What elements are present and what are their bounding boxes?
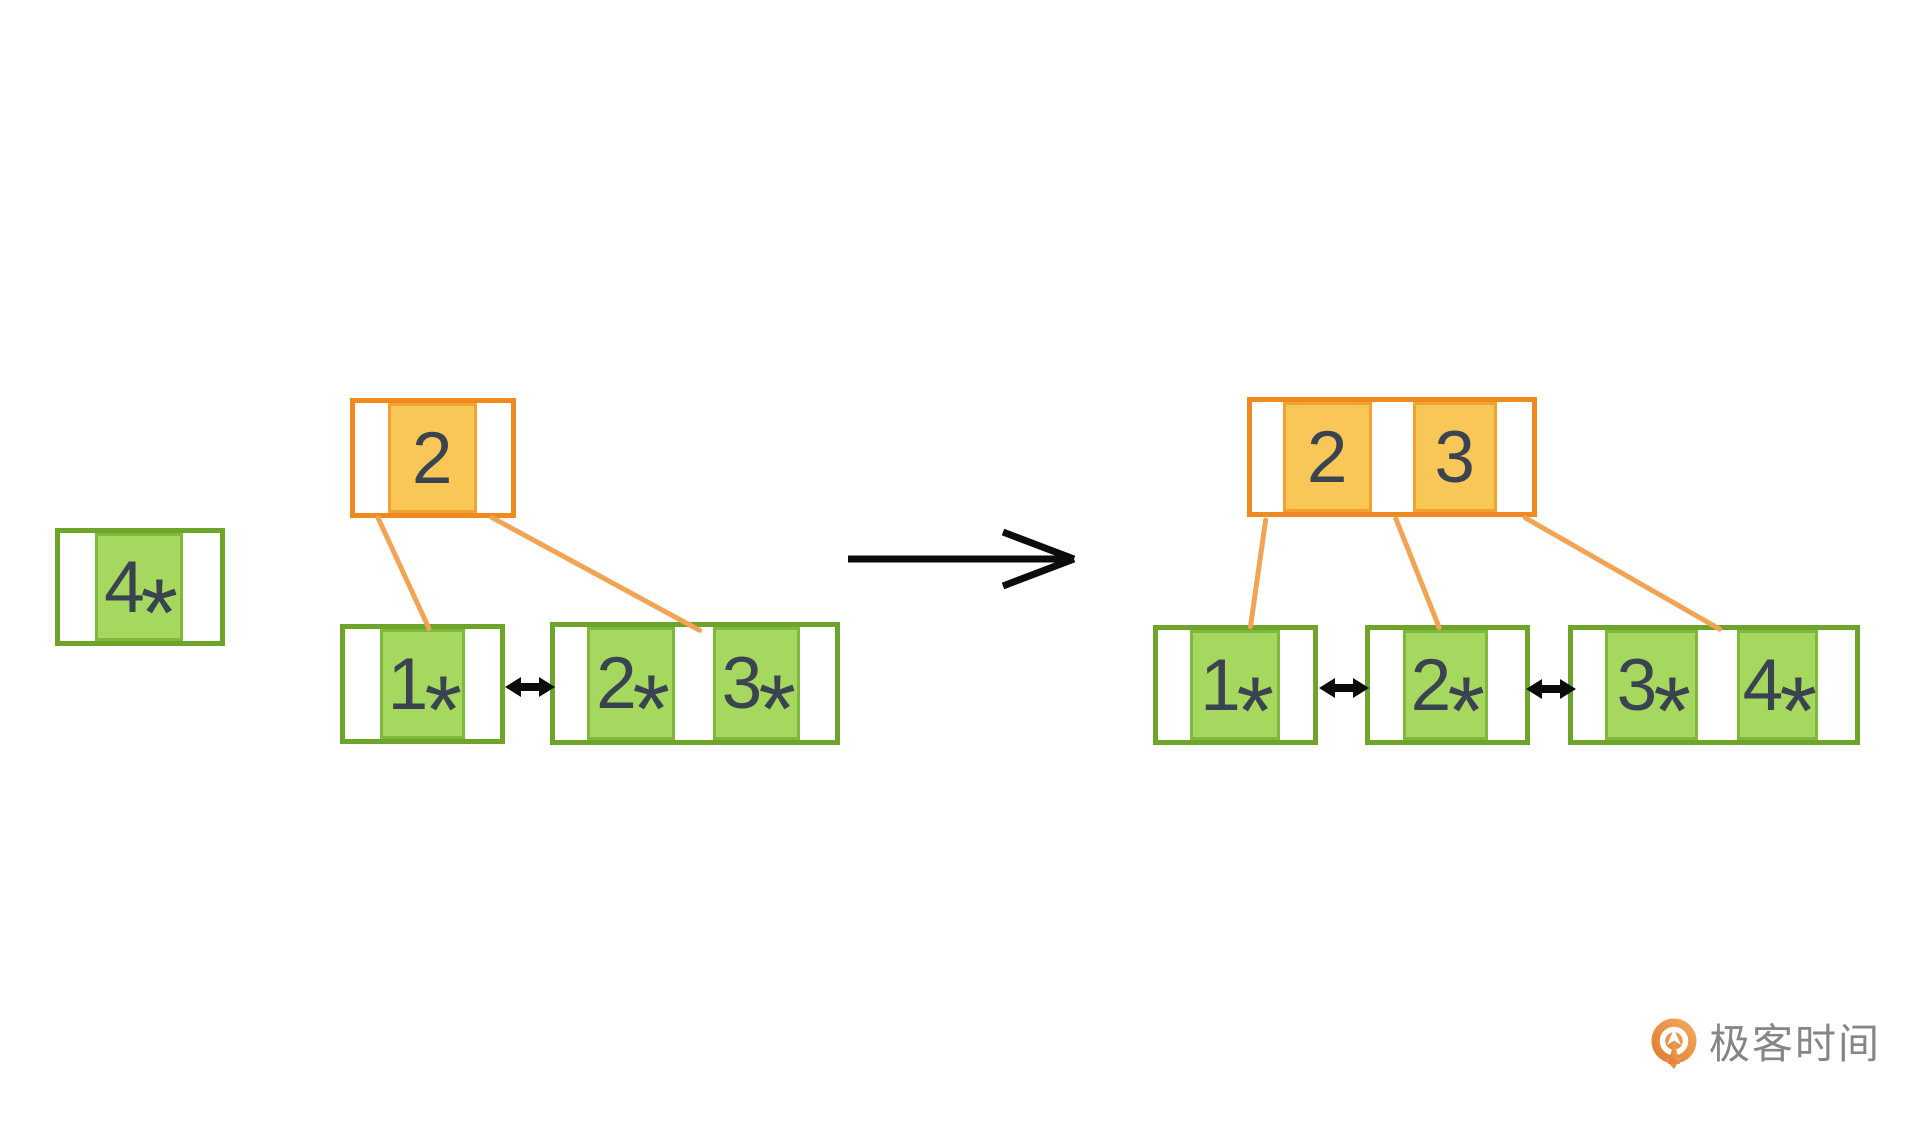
record-cell: 4*	[95, 533, 183, 661]
after-leaf-node-3: 3* 4*	[1568, 625, 1860, 759]
before-root-node: 2	[350, 398, 516, 518]
record-cell: 3*	[713, 627, 800, 758]
leaf-link-arrow	[1319, 678, 1369, 698]
key-label: 2	[1306, 416, 1348, 498]
pointer-edge	[1247, 517, 1269, 630]
key-cell: 2	[388, 403, 477, 513]
record-cell: 3*	[1605, 630, 1698, 759]
leaf-link-arrow	[1526, 679, 1576, 699]
after-leaf-node-2: 2*	[1365, 625, 1530, 759]
record-star: *	[424, 656, 462, 764]
record-label: 3	[1616, 644, 1658, 726]
key-label: 2	[411, 417, 453, 499]
record-star: *	[140, 559, 179, 667]
record-label: 2	[596, 643, 637, 724]
record-star: *	[1236, 657, 1275, 765]
leaf-link-arrow	[505, 677, 555, 697]
record-cell: 1*	[1190, 630, 1280, 759]
record-label: 1	[387, 643, 429, 725]
geektime-logo-icon	[1651, 1018, 1697, 1069]
before-leaf-node-2: 2* 3*	[550, 622, 840, 758]
record-star: *	[632, 656, 671, 764]
pending-record-page: 4*	[55, 528, 225, 661]
record-star: *	[1779, 657, 1817, 765]
record-label: 4	[104, 546, 145, 628]
pointer-edge	[1392, 515, 1443, 631]
key-cell: 3	[1413, 402, 1497, 512]
transform-arrow	[848, 528, 1076, 590]
record-label: 3	[721, 643, 763, 724]
record-cell: 4*	[1737, 630, 1818, 759]
pointer-edge	[1521, 514, 1723, 633]
record-label: 2	[1410, 644, 1452, 726]
before-leaf-node-1: 1*	[340, 624, 505, 758]
after-root-node: 2 3	[1247, 397, 1537, 517]
record-star: *	[1653, 657, 1691, 765]
record-label: 1	[1200, 644, 1241, 726]
pointer-edge	[488, 514, 703, 634]
after-leaf-node-1: 1*	[1153, 625, 1318, 759]
record-cell: 2*	[1403, 630, 1488, 759]
record-star: *	[758, 656, 796, 764]
pointer-edge	[374, 514, 433, 632]
record-label: 4	[1742, 644, 1784, 726]
geektime-logo: 极客时间	[1650, 1018, 1881, 1070]
key-label: 3	[1434, 416, 1475, 498]
key-cell: 2	[1283, 402, 1372, 512]
record-cell: 2*	[587, 627, 675, 758]
geektime-logo-text: 极客时间	[1709, 1020, 1881, 1067]
record-cell: 1*	[380, 629, 465, 758]
record-star: *	[1447, 657, 1485, 765]
